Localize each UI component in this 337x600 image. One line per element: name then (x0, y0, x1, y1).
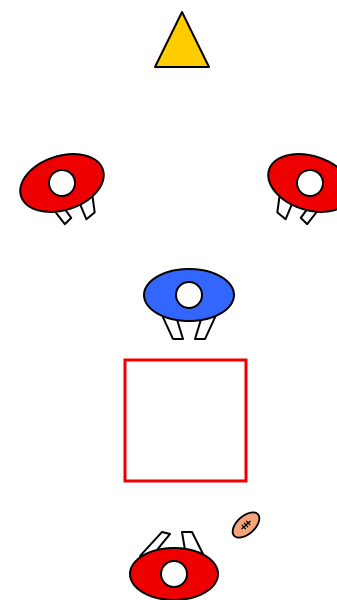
player-head (176, 282, 202, 308)
football-icon (228, 508, 264, 543)
player-head (161, 561, 187, 587)
zone-square (125, 360, 246, 481)
player-top-right (256, 144, 337, 236)
player-bottom (130, 532, 218, 600)
player-center (144, 269, 234, 339)
cone-icon (155, 12, 209, 67)
player-top-left (13, 144, 116, 236)
